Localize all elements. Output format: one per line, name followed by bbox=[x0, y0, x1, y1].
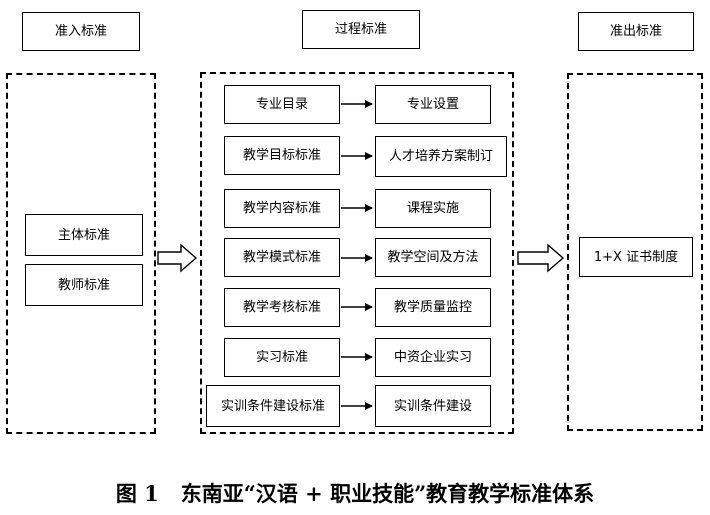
entry-to-process-arrow bbox=[157, 243, 198, 273]
teacher-standard-box: 教师标准 bbox=[25, 264, 143, 306]
process-right-box-7: 实训条件建设 bbox=[375, 385, 491, 427]
process-right-box-2: 人才培养方案制订 bbox=[375, 136, 507, 177]
exit-standard-group bbox=[567, 73, 703, 431]
process-left-box-4: 教学模式标准 bbox=[224, 238, 340, 277]
figure-number: 图 1 bbox=[115, 481, 159, 506]
process-left-box-1: 专业目录 bbox=[224, 85, 340, 124]
entry-standard-group bbox=[6, 73, 156, 434]
process-left-box-2: 教学目标标准 bbox=[224, 136, 340, 175]
process-to-exit-arrow bbox=[517, 243, 565, 273]
process-left-box-7: 实训条件建设标准 bbox=[206, 385, 340, 427]
process-right-box-4: 教学空间及方法 bbox=[375, 238, 491, 277]
figure-title: 东南亚“汉语 + 职业技能”教育教学标准体系 bbox=[180, 481, 595, 506]
process-standard-group bbox=[200, 72, 514, 434]
process-right-box-6: 中资企业实习 bbox=[375, 338, 491, 377]
process-right-box-3: 课程实施 bbox=[375, 189, 491, 228]
figure-caption: 图 1 东南亚“汉语 + 职业技能”教育教学标准体系 bbox=[0, 478, 710, 508]
process-right-box-5: 教学质量监控 bbox=[375, 288, 491, 327]
process-left-box-5: 教学考核标准 bbox=[224, 288, 340, 327]
exit-standard-header: 准出标准 bbox=[578, 12, 694, 51]
entry-standard-header: 准入标准 bbox=[22, 12, 140, 51]
exit-certificate-box: 1+X 证书制度 bbox=[579, 237, 693, 277]
process-left-box-3: 教学内容标准 bbox=[224, 189, 340, 228]
process-standard-header: 过程标准 bbox=[302, 10, 420, 49]
process-left-box-6: 实习标准 bbox=[224, 338, 340, 377]
process-right-box-1: 专业设置 bbox=[375, 85, 491, 124]
subject-standard-box: 主体标准 bbox=[25, 214, 143, 256]
